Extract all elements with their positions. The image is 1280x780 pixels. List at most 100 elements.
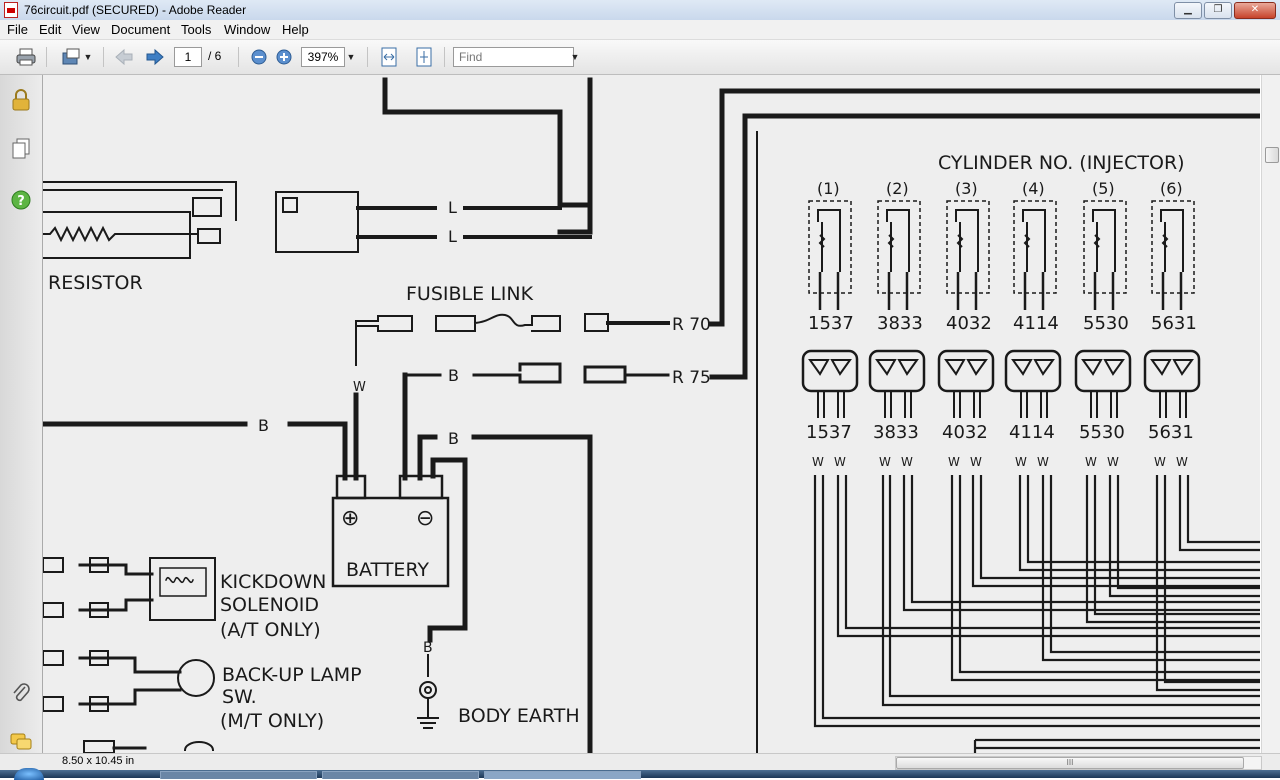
mt-only-label: (M/T ONLY) [220,710,324,732]
battery-label: BATTERY [346,559,429,581]
cylinder-terminal-upper-3: 4032 [946,313,992,334]
cylinder-wire-w-a-6: W [1154,455,1166,469]
injector-cylinder-6 [1143,200,1201,418]
menu-edit[interactable]: Edit [39,22,62,37]
fusible-link-label: FUSIBLE LINK [406,283,534,305]
menu-window[interactable]: Window [224,22,271,37]
cylinder-wire-w-b-6: W [1176,455,1188,469]
page-size-label: 8.50 x 10.45 in [62,755,135,767]
cylinder-wire-w-a-5: W [1085,455,1097,469]
share-icon[interactable]: ▼ [56,46,96,68]
vertical-scrollbar[interactable] [1261,75,1280,753]
cylinder-wire-w-a-3: W [948,455,960,469]
start-button-icon[interactable] [14,768,44,780]
cylinder-terminal-lower-2: 3833 [873,422,919,443]
help-icon[interactable]: ? [10,189,32,211]
kickdown-label: KICKDOWN [220,571,326,593]
zoom-out-icon[interactable] [249,46,269,68]
body-earth-label: BODY EARTH [458,705,580,727]
horizontal-scroll-thumb[interactable]: III [896,757,1244,769]
taskbar-item[interactable] [322,771,479,779]
find-input[interactable]: Find [453,47,574,67]
next-page-icon[interactable] [143,46,167,68]
cylinder-terminal-upper-6: 5631 [1151,313,1197,334]
cylinder-number-3: (3) [955,179,978,198]
lock-icon[interactable] [10,89,32,111]
injector-cylinder-3 [937,200,995,418]
injector-cylinder-2 [868,200,926,418]
toolbar-separator [46,47,47,67]
cylinder-number-2: (2) [886,179,909,198]
restore-button[interactable]: ❐ [1204,2,1232,19]
wire-l-label-top: L [448,198,457,217]
title-bar: 76circuit.pdf (SECURED) - Adobe Reader ▁… [0,0,1280,21]
toolbar-separator [444,47,445,67]
menu-bar: File Edit View Document Tools Window Hel… [0,20,1280,40]
cylinder-number-6: (6) [1160,179,1183,198]
backup-lamp-label: BACK-UP LAMP [222,664,362,686]
minimize-button[interactable]: ▁ [1174,2,1202,19]
menu-document[interactable]: Document [111,22,171,37]
wiring-diagram: RESISTOR L L FUSIBLE LINK R 70 R 75 W B … [43,75,1260,753]
cylinder-wire-w-a-1: W [812,455,824,469]
vertical-scroll-thumb[interactable] [1265,147,1279,163]
document-viewport[interactable]: RESISTOR L L FUSIBLE LINK R 70 R 75 W B … [43,75,1260,753]
r70-label: R 70 [672,315,711,335]
zoom-in-icon[interactable] [274,46,294,68]
zoom-dropdown-icon[interactable]: ▼ [346,52,356,62]
fit-page-icon[interactable] [412,46,436,68]
cylinder-terminal-lower-6: 5631 [1148,422,1194,443]
cylinder-number-4: (4) [1022,179,1045,198]
battery-positive-label: ⊕ [341,506,359,531]
page-number-input[interactable]: 1 [174,47,202,67]
comments-icon[interactable] [10,731,32,753]
find-dropdown-icon[interactable]: ▼ [570,52,580,62]
injector-cylinder-5 [1074,200,1132,418]
adobe-reader-icon [4,2,18,18]
horizontal-scrollbar[interactable]: III [895,756,1262,770]
cylinder-terminal-lower-3: 4032 [942,422,988,443]
toolbar-separator [238,47,239,67]
cylinder-terminal-upper-2: 3833 [877,313,923,334]
taskbar-item-active[interactable] [484,771,641,779]
menu-help[interactable]: Help [282,22,309,37]
injector-cylinder-4 [1004,200,1062,418]
cylinder-wire-w-a-2: W [879,455,891,469]
navigation-panel: ? [0,75,43,753]
cylinder-wire-w-b-3: W [970,455,982,469]
resistor-label: RESISTOR [48,272,143,294]
cylinder-terminal-lower-4: 4114 [1009,422,1055,443]
wire-l-label-bottom: L [448,227,457,246]
menu-tools[interactable]: Tools [181,22,212,37]
page-total: / 6 [208,49,222,63]
backup-sw-label: SW. [222,686,257,708]
r75-label: R 75 [672,368,711,388]
pages-icon[interactable] [10,138,32,160]
at-only-label: (A/T ONLY) [220,619,321,641]
previous-page-icon[interactable] [112,46,136,68]
toolbar-separator [103,47,104,67]
menu-view[interactable]: View [72,22,100,37]
wire-w-label: W [353,380,366,395]
close-button[interactable]: ✕ [1234,2,1276,19]
menu-file[interactable]: File [7,22,28,37]
wire-b-label-top: B [448,429,459,448]
cylinder-wire-w-b-5: W [1107,455,1119,469]
cylinder-wire-w-b-2: W [901,455,913,469]
taskbar-item[interactable] [160,771,317,779]
zoom-level-input[interactable]: 397% [301,47,345,67]
cylinder-terminal-lower-1: 1537 [806,422,852,443]
cylinder-wire-w-b-4: W [1037,455,1049,469]
cylinder-terminal-upper-4: 4114 [1013,313,1059,334]
attachment-icon[interactable] [10,682,32,704]
wire-b-label-fuse: B [448,366,459,385]
taskbar [0,768,1280,780]
cylinder-terminal-lower-5: 5530 [1079,422,1125,443]
cylinder-wire-w-b-1: W [834,455,846,469]
toolbar-separator [367,47,368,67]
window-controls: ▁ ❐ ✕ [1174,2,1276,19]
print-icon[interactable] [12,46,40,68]
fit-width-icon[interactable] [377,46,401,68]
cylinder-number-5: (5) [1092,179,1115,198]
injector-cylinder-1 [801,200,859,418]
